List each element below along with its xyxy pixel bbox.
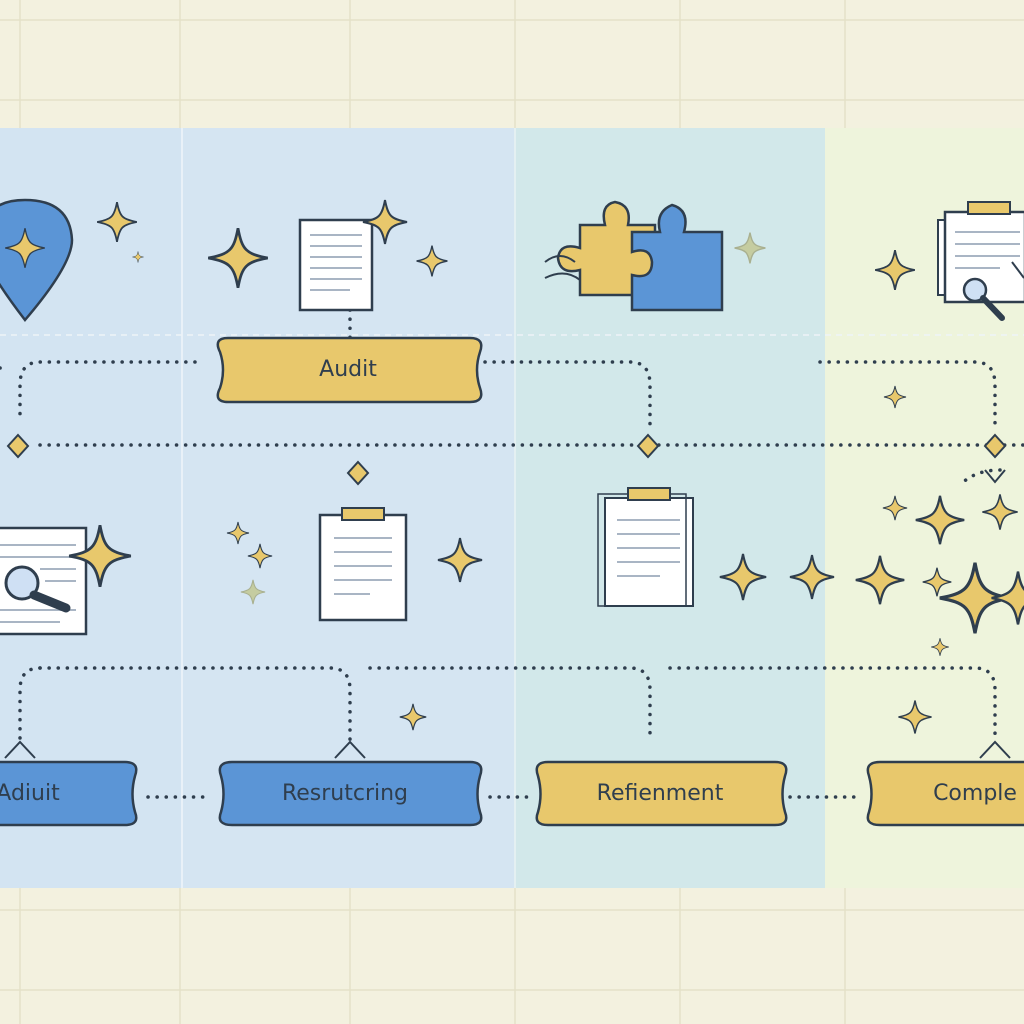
magnifier-lens-icon [4, 565, 40, 601]
pill-complete-label: Comple [933, 781, 1017, 806]
magnifier-document-icon [0, 526, 88, 636]
connector-diamonds [6, 433, 1007, 486]
pill-complete: Comple [866, 760, 1024, 827]
clipboard-icon [318, 507, 408, 622]
pill-restructuring: Resrutcring [218, 760, 483, 827]
location-pin-icon [0, 198, 74, 322]
pill-refinement-label: Refienment [597, 781, 724, 806]
inspection-document-icon [937, 201, 1024, 321]
pill-audit-top-label: Audit [319, 357, 377, 382]
pill-audit-top: Audit [216, 336, 483, 404]
arrowheads [4, 469, 1011, 759]
pill-audit-bottom: Adiuit [0, 760, 138, 827]
puzzle-icon [544, 200, 724, 312]
document-icon [298, 218, 374, 312]
dotted-connectors [0, 308, 1024, 799]
pill-refinement: Refienment [535, 760, 788, 827]
pill-restructuring-label: Resrutcring [282, 781, 408, 806]
pill-audit-bottom-label: Adiuit [0, 781, 60, 806]
clipboard-icon-2 [597, 487, 694, 607]
magnifier-icon [962, 277, 988, 303]
